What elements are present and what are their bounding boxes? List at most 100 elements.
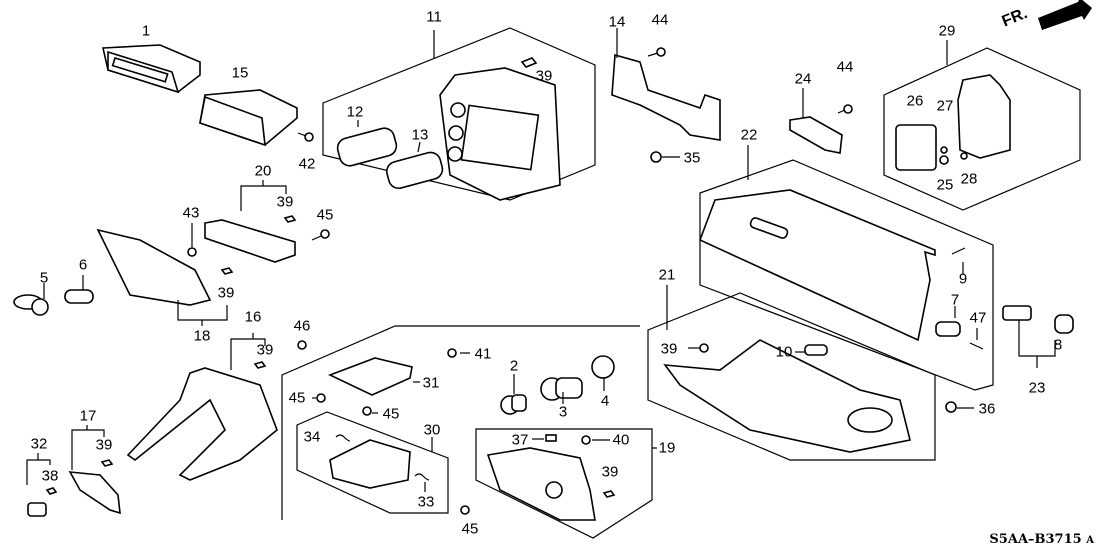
callout-24: 24 <box>794 70 812 88</box>
callout-41: 41 <box>474 345 492 363</box>
callout-43: 43 <box>182 204 200 222</box>
callout-6: 6 <box>78 256 88 274</box>
callout-7: 7 <box>950 291 960 309</box>
callout-28: 28 <box>960 170 978 188</box>
callout-27: 27 <box>936 97 954 115</box>
callout-31: 31 <box>422 374 440 392</box>
part-22-glove-box <box>698 189 936 342</box>
part-45a-screw <box>311 229 330 241</box>
callout-29: 29 <box>938 22 956 40</box>
callout-21: 21 <box>658 266 676 284</box>
drawing-code: S5AA–B3715 A <box>989 532 1094 547</box>
part-10-bushing <box>804 344 828 356</box>
assembly-console-box <box>281 325 640 520</box>
callout-38: 38 <box>41 467 59 485</box>
callout-10: 10 <box>775 343 793 361</box>
callout-23: 23 <box>1028 379 1046 397</box>
part-18-garnish <box>96 228 212 306</box>
part-39a-clip <box>283 215 297 223</box>
callout-12: 12 <box>346 103 364 121</box>
part-26-vent <box>895 124 937 171</box>
callout-2: 2 <box>509 357 519 375</box>
callout-44: 44 <box>651 11 669 29</box>
callout-18: 18 <box>193 327 211 345</box>
part-17-switch-panel <box>68 471 121 515</box>
part-45c-screw <box>362 406 378 416</box>
callout-39: 39 <box>660 340 678 358</box>
part-20-pocket <box>204 219 296 263</box>
part-39f-clip <box>602 490 616 498</box>
callout-13: 13 <box>411 126 429 144</box>
part-8-cylinder <box>1054 314 1074 334</box>
callout-15: 15 <box>231 64 249 82</box>
part-34-spring <box>335 434 351 442</box>
part-19-garnish <box>486 447 596 521</box>
callout-22: 22 <box>740 126 758 144</box>
part-45d-screw <box>460 505 470 515</box>
part-39e-clip <box>100 459 114 467</box>
part-32-switch <box>27 502 47 517</box>
callout-8: 8 <box>1053 336 1063 354</box>
part-39g-clip <box>688 343 709 353</box>
callout-42: 42 <box>298 155 316 173</box>
callout-39: 39 <box>217 284 235 302</box>
assembly-30-box <box>296 411 449 514</box>
part-2-cigar-lighter <box>500 394 527 415</box>
part-35-bolt <box>650 151 680 163</box>
callout-4: 4 <box>600 392 610 410</box>
assembly-19-box <box>475 428 653 539</box>
part-9-pin <box>951 247 966 255</box>
part-30-ashtray <box>329 439 411 489</box>
part-3-socket <box>540 377 583 401</box>
assembly-29-box <box>883 47 1081 211</box>
part-31-bracket <box>327 357 413 396</box>
callout-26: 26 <box>906 92 924 110</box>
part-36-bolt <box>945 401 974 413</box>
callout-1: 1 <box>141 22 151 40</box>
part-6-socket <box>64 289 94 304</box>
callout-47: 47 <box>969 309 987 327</box>
callout-25: 25 <box>936 176 954 194</box>
part-13-vent <box>386 151 444 190</box>
callout-14: 14 <box>608 13 626 31</box>
callout-45: 45 <box>288 389 306 407</box>
part-45b-screw <box>312 393 326 403</box>
callout-5: 5 <box>39 269 49 287</box>
callout-34: 34 <box>303 428 321 446</box>
callout-30: 30 <box>423 421 441 439</box>
callout-36: 36 <box>978 400 996 418</box>
callout-33: 33 <box>417 493 435 511</box>
drawing-code-suffix: A <box>1086 535 1094 546</box>
front-direction-arrow-icon <box>1038 0 1092 30</box>
callout-39: 39 <box>601 463 619 481</box>
callout-45: 45 <box>316 206 334 224</box>
part-7-latch <box>935 321 961 337</box>
part-11-center-panel <box>439 67 561 201</box>
part-42-screw <box>297 132 314 142</box>
part-39d-clip <box>253 361 267 369</box>
part-23-lock <box>1002 305 1032 321</box>
part-12-vent <box>336 127 398 167</box>
part-39-clip <box>520 57 538 68</box>
part-24-plate <box>789 116 843 154</box>
callout-32: 32 <box>30 435 48 453</box>
assembly-11-box <box>322 27 596 201</box>
part-47-pin <box>969 342 984 350</box>
part-46-screw <box>297 340 307 350</box>
part-44b-screw <box>837 104 853 114</box>
callout-19: 19 <box>658 439 676 457</box>
callout-16: 16 <box>244 308 262 326</box>
part-39b-clip <box>220 267 234 275</box>
part-21-glove-box-frame <box>663 339 911 453</box>
callout-39: 39 <box>276 193 294 211</box>
callout-20: 20 <box>254 162 272 180</box>
part-15-pocket <box>199 89 298 147</box>
part-4-ring <box>591 355 615 379</box>
part-44-screw <box>647 47 666 57</box>
drawing-code-main: S5AA–B3715 <box>989 532 1082 547</box>
part-43-screw <box>187 247 197 257</box>
part-33-spring <box>414 473 430 492</box>
assembly-22-box <box>699 159 994 391</box>
part-38-clip <box>45 487 58 495</box>
